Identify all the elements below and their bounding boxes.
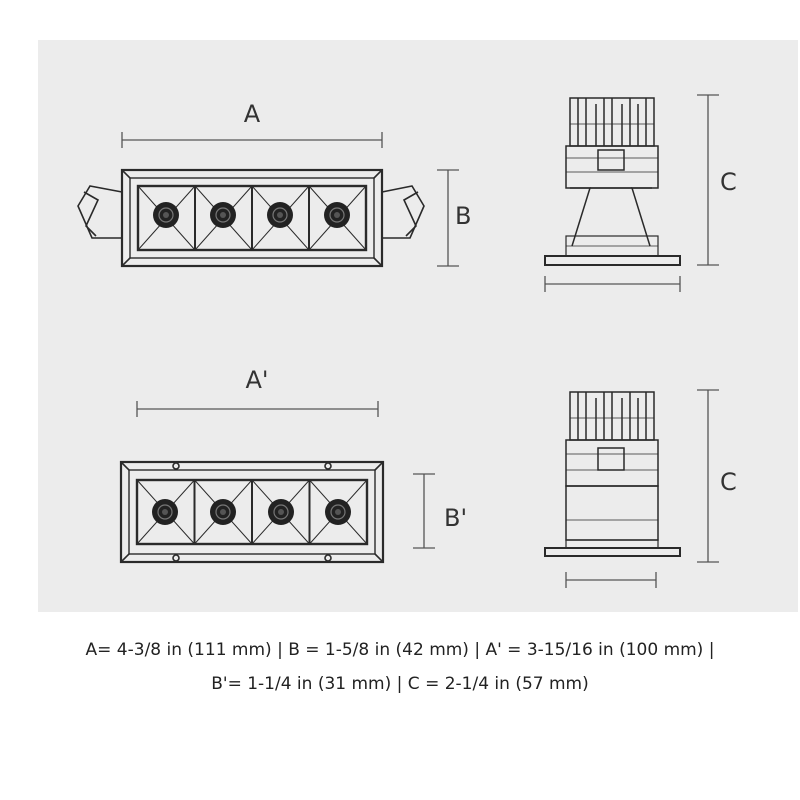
front-view-trimless xyxy=(119,401,435,564)
dimension-label-b-prime: B' xyxy=(444,504,467,532)
dimension-label-a: A xyxy=(244,100,261,128)
dimension-label-c-top: C xyxy=(720,168,737,196)
dimension-label-b: B xyxy=(455,202,471,230)
dimension-label-c-bottom: C xyxy=(720,468,737,496)
dimension-label-a-prime: A' xyxy=(245,366,268,394)
side-view-trimmed xyxy=(544,94,719,292)
dimensions-caption-line-1: A= 4-3/8 in (111 mm) | B = 1-5/8 in (42 … xyxy=(85,640,715,660)
front-view-trimmed xyxy=(77,132,459,268)
dimensions-caption-line-2: B'= 1-1/4 in (31 mm) | C = 2-1/4 in (57 … xyxy=(211,674,589,694)
side-view-trimless xyxy=(544,389,719,588)
